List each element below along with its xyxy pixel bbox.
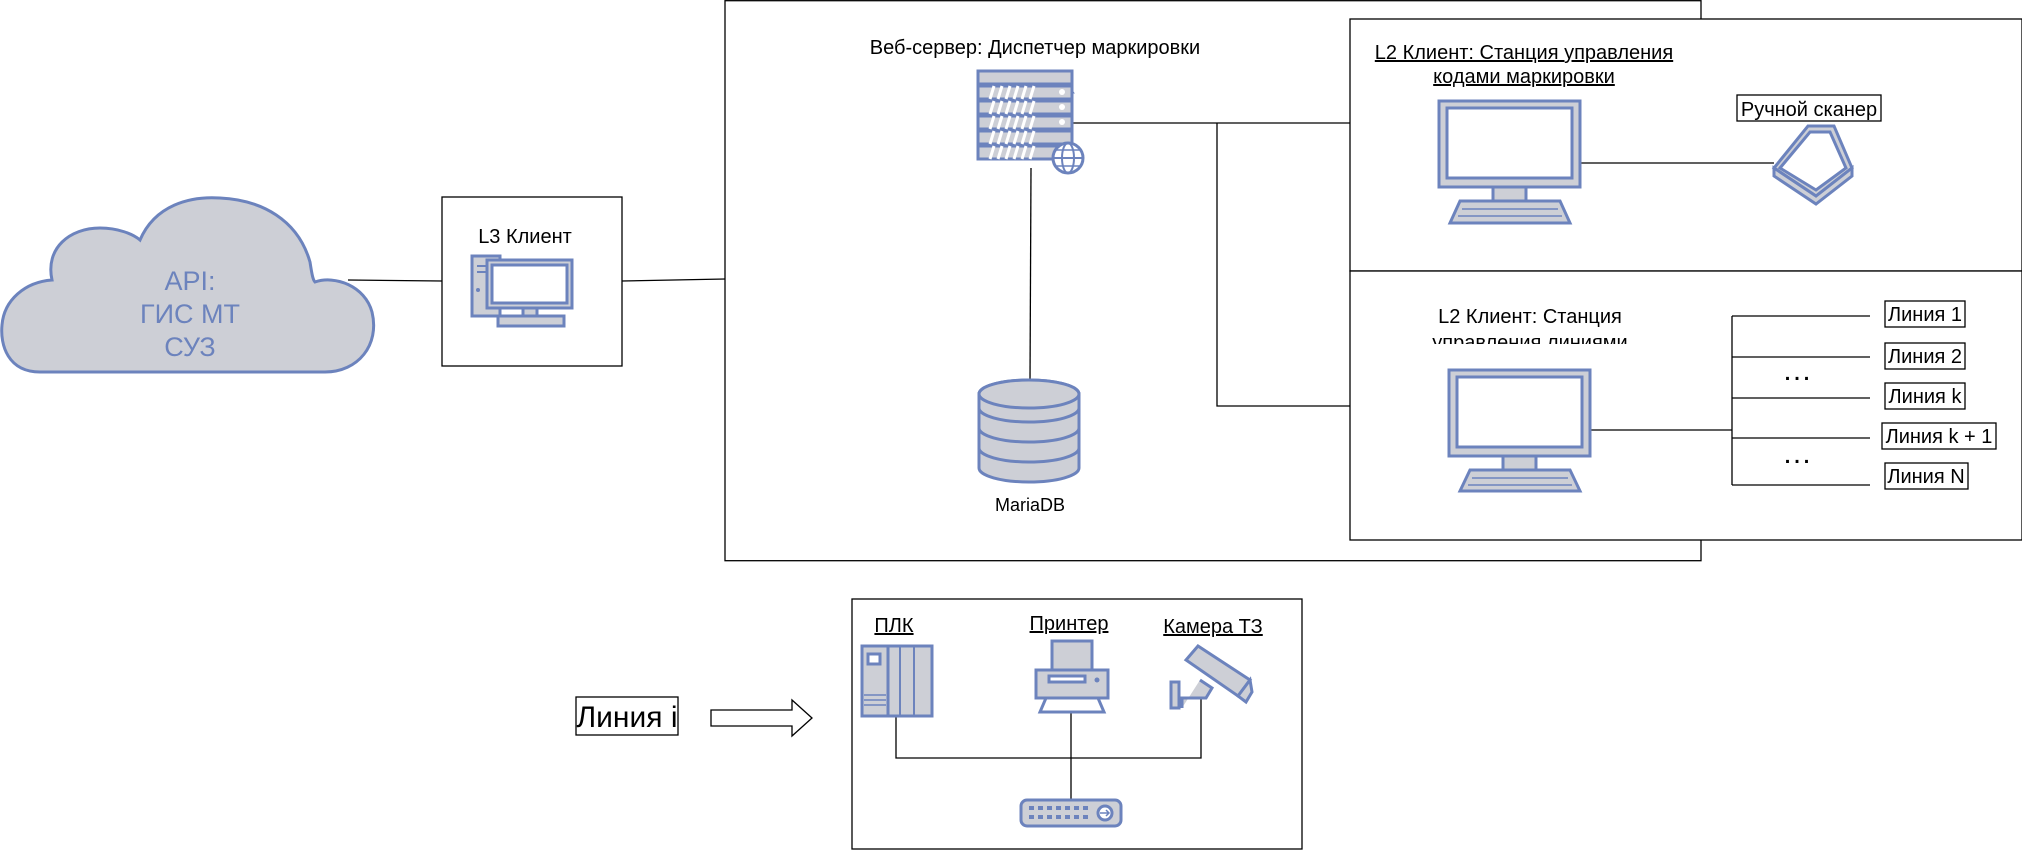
- web-server-label: Веб-сервер: Диспетчер маркировки: [870, 37, 1200, 59]
- wire-cloud-l3: [347, 279, 443, 282]
- line-tag-2: [1884, 342, 1966, 370]
- l2-lines-label-line1: L2 Клиент: Станция: [1438, 306, 1622, 328]
- lines-ellipsis-lower: …: [1782, 437, 1812, 470]
- cloud-label-gis: ГИС МТ: [140, 299, 240, 329]
- network-switch-icon: [1019, 798, 1123, 828]
- line-label-n: Линия N: [1887, 466, 1964, 488]
- security-camera-icon: [1169, 644, 1254, 710]
- label-clip: [1400, 344, 1650, 354]
- database-icon: [977, 378, 1081, 484]
- l2-marking-label-line2: кодами маркировки: [1433, 66, 1615, 88]
- flatbed-scanner-icon: [1771, 124, 1854, 206]
- plc-icon: [860, 644, 934, 718]
- cloud-label-suz: СУЗ: [164, 332, 215, 362]
- globe-icon: [1051, 141, 1085, 175]
- l2-marking-label-line1: L2 Клиент: Станция управления: [1375, 42, 1673, 64]
- line-tag-k: [1884, 382, 1966, 410]
- desktop-computer-icon: [470, 254, 574, 328]
- printer-icon: [1034, 639, 1110, 714]
- server-icon: [976, 69, 1085, 175]
- monitor-icon: [1447, 368, 1592, 493]
- hand-scanner-tag: [1736, 94, 1882, 122]
- plc-label: ПЛК: [874, 615, 914, 637]
- cloud-label-api: API:: [164, 266, 215, 296]
- hand-scanner-label: Ручной сканер: [1741, 99, 1877, 121]
- wire-server-l2-lines: [1216, 123, 1350, 407]
- connections: [347, 122, 1870, 800]
- line-label-k1: Линия k + 1: [1886, 426, 1993, 448]
- l3-client-label: L3 Клиент: [478, 226, 572, 248]
- line-tag-1: [1884, 300, 1966, 328]
- lines-ellipsis-upper: …: [1782, 354, 1812, 387]
- line-tag-k1: [1881, 422, 1997, 450]
- wire-line-devices-bus: [895, 698, 1202, 759]
- monitor-icon: [1437, 99, 1582, 225]
- line-i-tag: [575, 696, 679, 736]
- line-i-title: Линия i: [576, 701, 677, 734]
- line-label-2: Линия 2: [1888, 346, 1962, 368]
- database-label: MariaDB: [995, 495, 1065, 515]
- line-label-k: Линия k: [1889, 386, 1963, 408]
- printer-label: Принтер: [1030, 613, 1109, 635]
- cloud-icon: [0, 196, 376, 374]
- wire-server-db: [1029, 167, 1032, 383]
- line-label-1: Линия 1: [1888, 304, 1962, 326]
- camera-label: Камера ТЗ: [1163, 616, 1263, 638]
- wire-l3-server: [621, 278, 726, 282]
- arrow-right-icon: [710, 698, 813, 738]
- line-tag-n: [1884, 462, 1969, 490]
- cloud-shape: [0, 196, 376, 374]
